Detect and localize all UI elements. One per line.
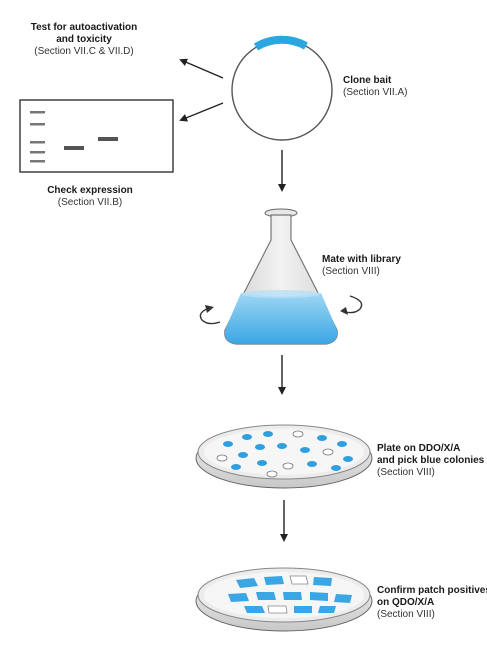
label-autoactivation: Test for autoactivation and toxicity (Se… [4,22,164,58]
plasmid-circle [231,35,333,141]
autoactivation-title-1: Test for autoactivation [30,22,138,33]
petri-dish-qdo [195,567,373,632]
arrow-to-expression [179,102,224,122]
swirl-arrow-left [199,305,221,325]
mate-library-title: Mate with library [322,254,401,265]
flask-liquid [224,293,338,344]
confirm-patch-section: (Section VIII) [377,609,435,620]
label-check-expression: Check expression (Section VII.B) [10,185,170,209]
label-mate-library: Mate with library (Section VIII) [322,254,401,278]
clone-bait-title: Clone bait [343,75,392,86]
band-1 [64,146,84,150]
western-blot-gel [19,99,174,173]
bait-insert [253,35,308,51]
plate-ddo-title-2: and pick blue colonies [377,455,485,466]
label-plate-ddo: Plate on DDO/X/A and pick blue colonies … [377,443,487,479]
band-2 [98,137,118,141]
colonies [216,430,353,478]
plate-ddo-title-1: Plate on DDO/X/A [377,443,461,454]
plate-ddo-section: (Section VIII) [377,467,435,478]
arrow-to-autoactivation [179,58,224,79]
patches [228,575,352,614]
label-clone-bait: Clone bait (Section VII.A) [343,75,407,99]
clone-bait-section: (Section VII.A) [343,87,408,98]
confirm-patch-title-1: Confirm patch positives [377,585,487,596]
autoactivation-title-2: and toxicity [56,34,112,45]
autoactivation-section: (Section VII.C & VII.D) [34,46,134,57]
erlenmeyer-flask [224,208,338,345]
check-expression-section: (Section VII.B) [57,197,123,208]
label-confirm-patch: Confirm patch positives on QDO/X/A (Sect… [377,585,487,621]
mate-library-section: (Section VIII) [322,266,380,277]
swirl-arrow-right [340,295,363,315]
confirm-patch-title-2: on QDO/X/A [377,597,435,608]
petri-dish-ddo [195,424,373,489]
check-expression-title: Check expression [47,185,133,196]
